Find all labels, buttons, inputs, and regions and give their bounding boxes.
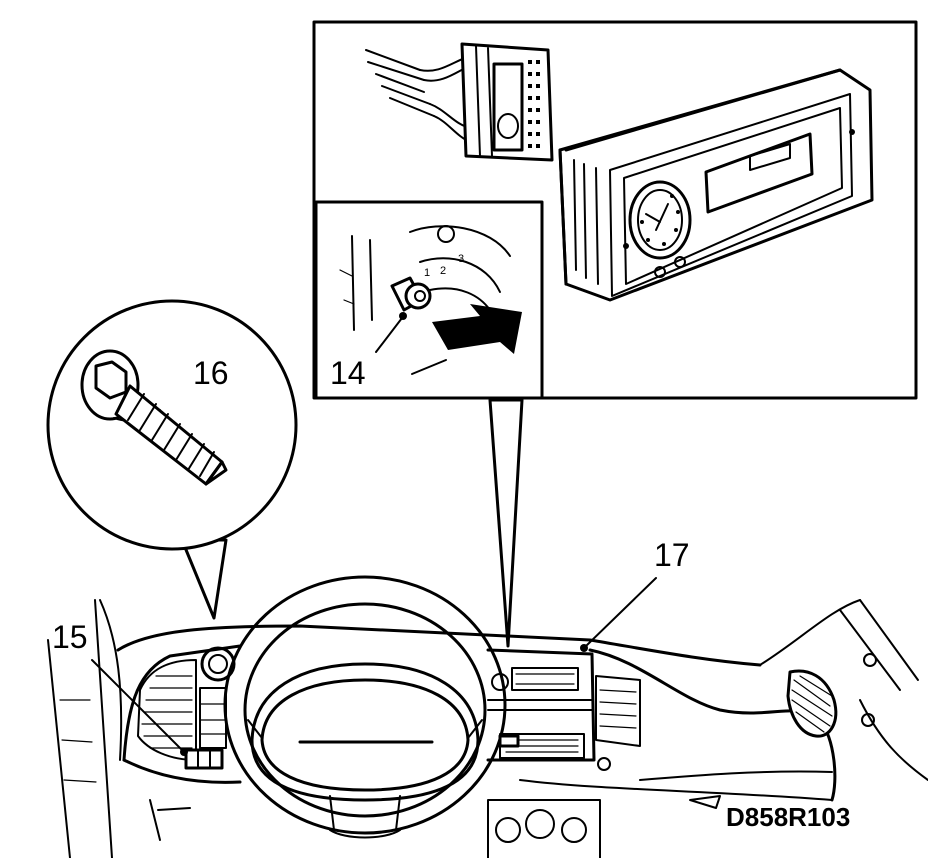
bolt-detail-callout bbox=[46, 299, 298, 620]
gauge-digit-1: 1 bbox=[424, 267, 430, 279]
bolt-16-icon bbox=[80, 349, 228, 486]
drawing-code: D858R103 bbox=[726, 802, 850, 832]
dashboard-illustration bbox=[47, 575, 928, 858]
instrument-cluster-module bbox=[558, 68, 874, 302]
gauge-digit-2: 2 bbox=[440, 265, 446, 277]
gauge-digit-3: 3 bbox=[458, 253, 464, 265]
label-17: 17 bbox=[654, 537, 690, 573]
label-16: 16 bbox=[193, 355, 229, 391]
screw-14-detail bbox=[339, 225, 522, 375]
cluster-detail-box bbox=[312, 20, 918, 648]
label-14: 14 bbox=[330, 355, 366, 391]
connector-plug bbox=[365, 42, 554, 162]
label-15: 15 bbox=[52, 619, 88, 655]
